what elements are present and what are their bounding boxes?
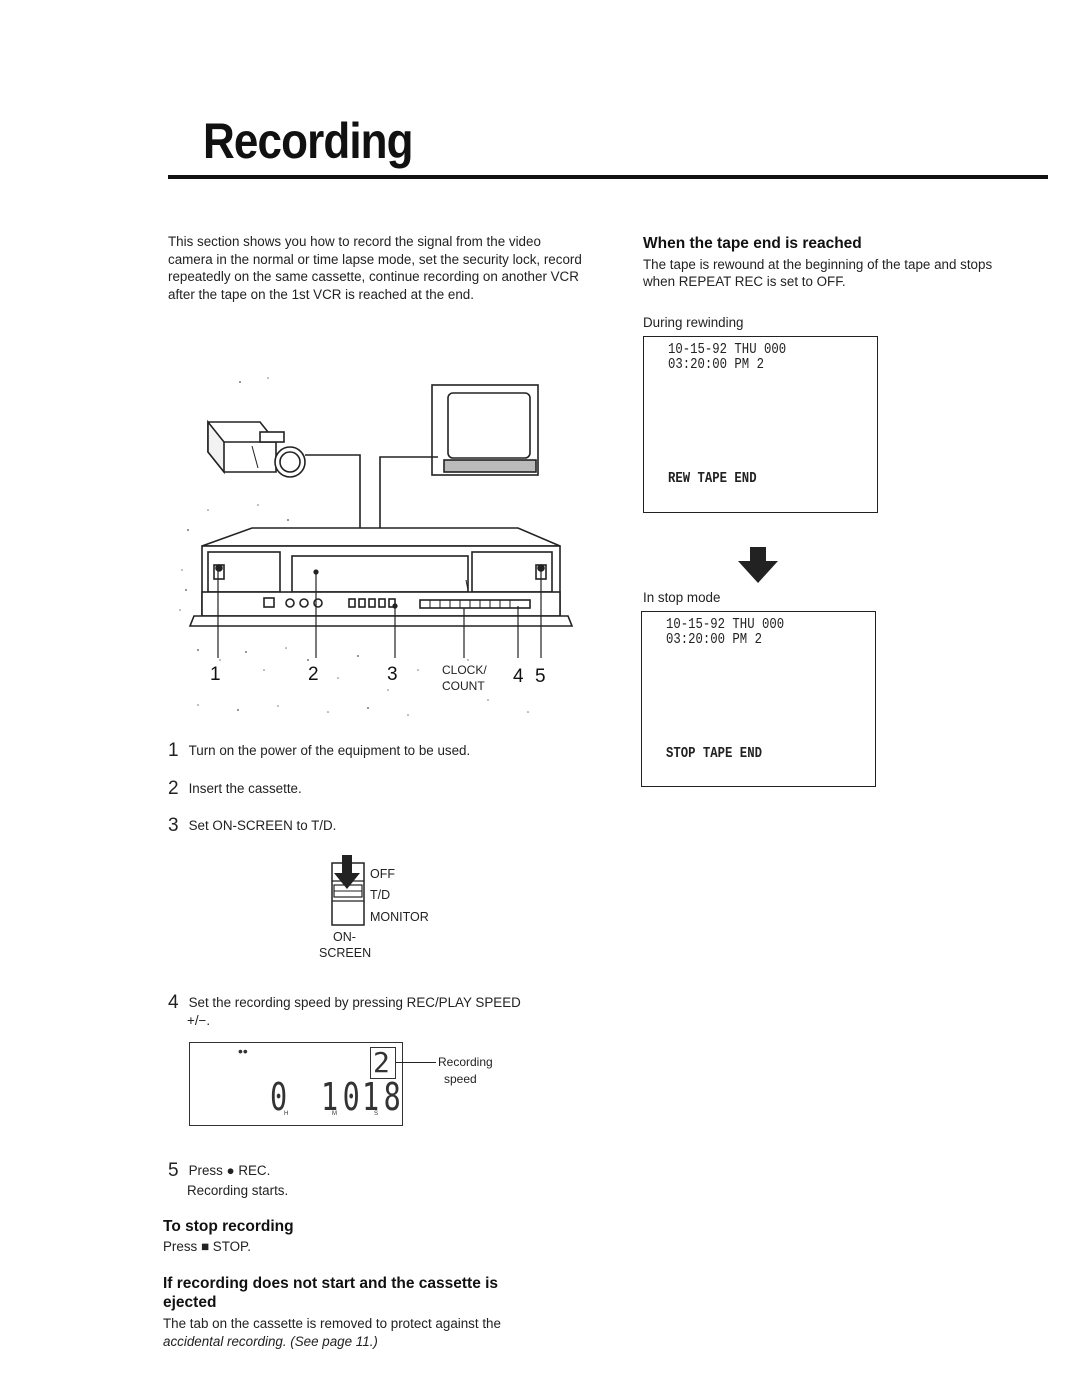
tape-end-text-2: when REPEAT REC is set to OFF.: [643, 274, 846, 289]
tape-end-text-1: The tape is rewound at the beginning of …: [643, 257, 993, 272]
callout-leaders: [217, 568, 542, 658]
switch-option-off: OFF: [370, 867, 395, 881]
callout-5: 5: [535, 666, 546, 687]
callout-2: 2: [308, 664, 319, 685]
rewinding-date-line: 10-15-92 THU 000: [668, 341, 787, 358]
stop-text: Press ■ STOP.: [163, 1239, 251, 1254]
callout-1: 1: [210, 664, 221, 685]
scan-speckle: [179, 377, 529, 716]
eject-heading-1: If recording does not start and the cass…: [163, 1275, 499, 1292]
stop-mode-screen: 10-15-92 THU 000 03:20:00 PM 2 STOP TAPE…: [641, 611, 876, 787]
lcd-display: •• 2 0 10 18 H M S: [189, 1042, 403, 1126]
monitor-cable: [379, 456, 438, 528]
vcr-unit: [188, 527, 574, 627]
rewinding-status: REW TAPE END: [668, 470, 757, 487]
lcd-unit-s: S: [374, 1111, 379, 1117]
onscreen-switch: [331, 855, 365, 926]
recording-speed-value: 2: [373, 1046, 390, 1079]
switch-label-on: ON-: [333, 930, 356, 944]
eject-text-1: The tab on the cassette is removed to pr…: [163, 1316, 501, 1331]
title-rule: [168, 175, 1048, 179]
lcd-hours: 0: [270, 1075, 292, 1119]
speed-callout-2: speed: [444, 1072, 477, 1086]
stop-heading: To stop recording: [163, 1218, 294, 1235]
lcd-dots: ••: [238, 1043, 248, 1059]
rewinding-screen: 10-15-92 THU 000 03:20:00 PM 2 REW TAPE …: [643, 336, 878, 513]
step-4-continued: +/−.: [187, 1013, 211, 1028]
clock-count-label-1: CLOCK/: [442, 663, 487, 677]
switch-option-monitor: MONITOR: [370, 910, 429, 924]
speed-callout-line: [396, 1062, 436, 1063]
stop-time-line: 03:20:00 PM 2: [666, 631, 762, 648]
rewinding-caption: During rewinding: [643, 315, 744, 330]
video-camera: [207, 419, 306, 478]
lcd-minutes: 10: [321, 1075, 365, 1119]
tv-monitor: [431, 384, 539, 476]
stop-date-line: 10-15-92 THU 000: [666, 616, 785, 633]
eject-heading-2: ejected: [163, 1294, 217, 1311]
rewinding-time-line: 03:20:00 PM 2: [668, 356, 764, 373]
down-arrow-icon: [334, 855, 360, 889]
camera-cable: [305, 454, 361, 528]
switch-label-screen: SCREEN: [319, 946, 372, 960]
intro-paragraph: This section shows you how to record the…: [168, 234, 582, 302]
stop-status: STOP TAPE END: [666, 745, 762, 762]
down-arrow-icon: [738, 547, 778, 583]
equipment-diagram: 1 2 3 4 5 CLOCK/ COUNT: [179, 377, 574, 716]
stop-mode-caption: In stop mode: [643, 590, 721, 605]
lcd-seconds: 18: [362, 1075, 406, 1119]
eject-text-2: accidental recording. (See page 11.): [163, 1334, 378, 1349]
page-title: Recording: [203, 113, 414, 169]
switch-option-td: T/D: [370, 888, 391, 902]
tape-end-heading: When the tape end is reached: [643, 235, 862, 252]
lcd-unit-m: M: [332, 1111, 337, 1117]
lcd-unit-h: H: [284, 1111, 289, 1117]
speed-callout-1: Recording: [438, 1055, 493, 1069]
clock-count-label-2: COUNT: [442, 679, 485, 693]
recording-speed-box: 2: [370, 1046, 396, 1079]
callout-4: 4: [513, 666, 524, 687]
callout-3: 3: [387, 664, 398, 685]
step-5-continued: Recording starts.: [187, 1183, 289, 1198]
